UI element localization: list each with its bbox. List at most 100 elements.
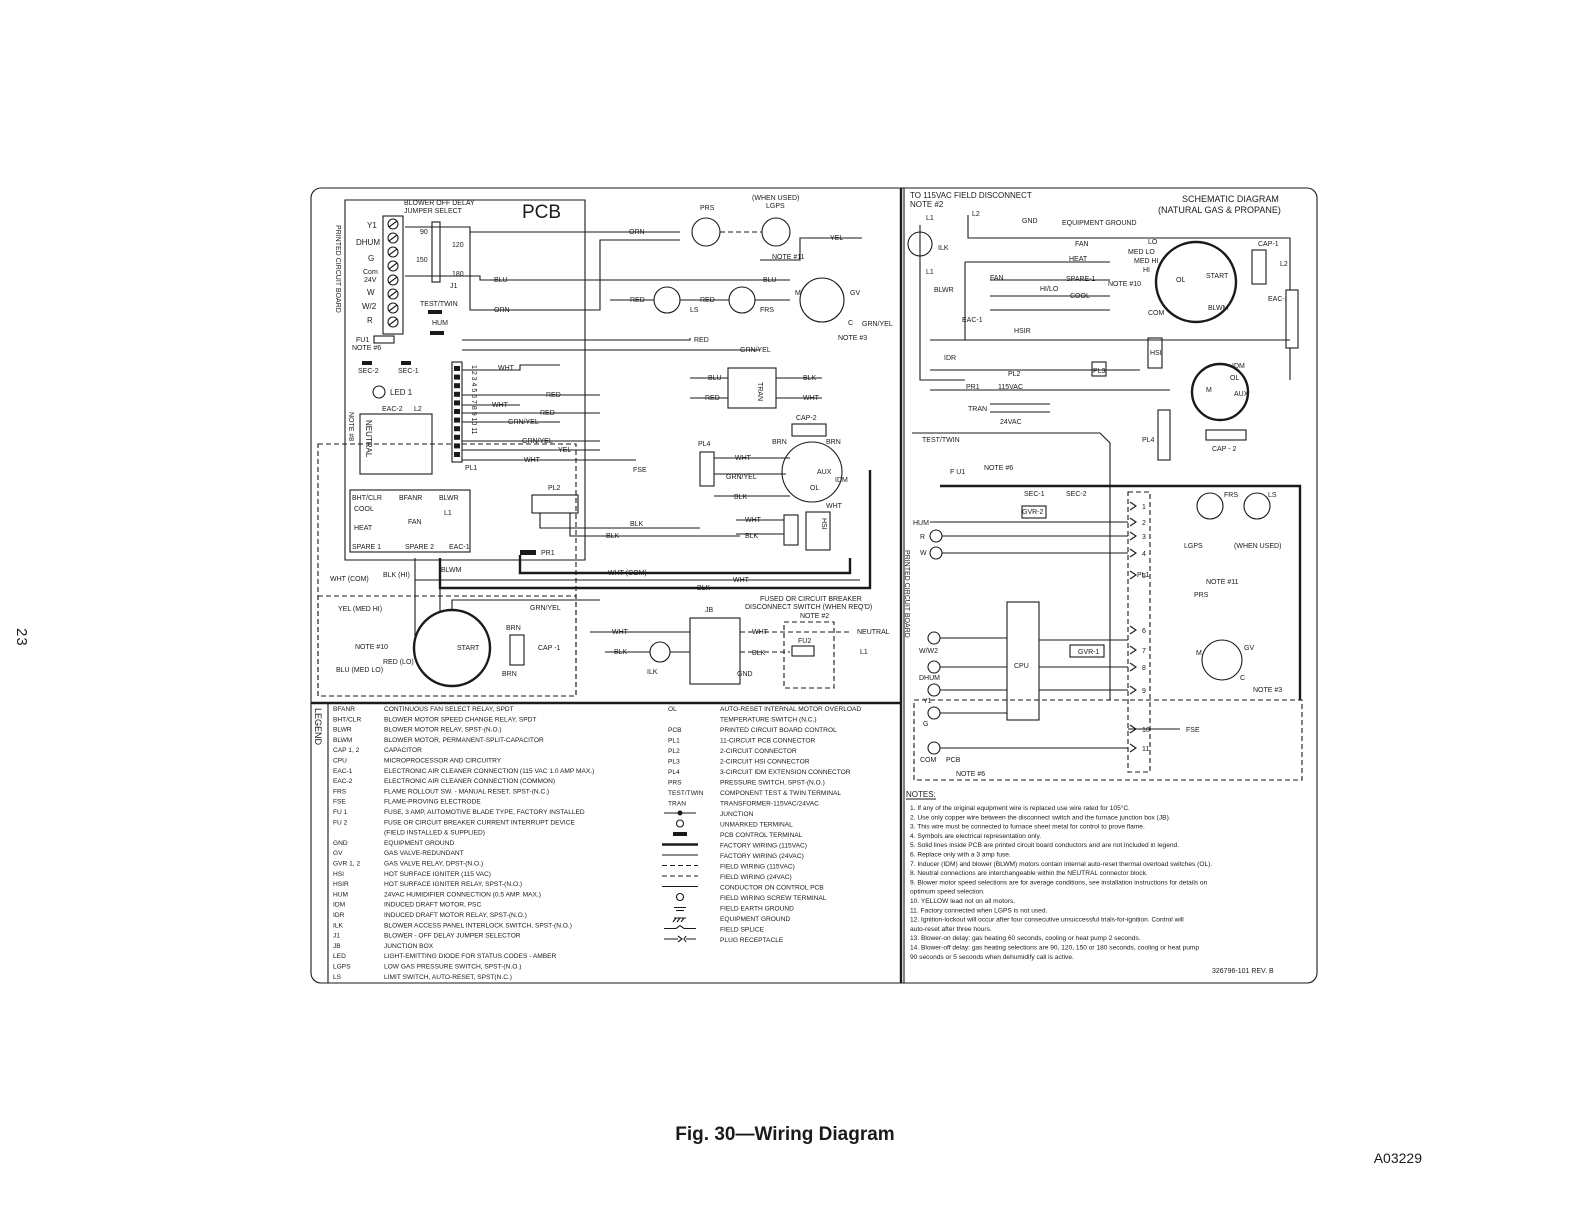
tran-label: TRAN — [756, 382, 763, 401]
neutral2-label: NEUTRAL — [857, 629, 890, 636]
note2-label-r: NOTE #2 — [910, 200, 944, 209]
wire-blu — [405, 275, 790, 281]
pl4-label: PL4 — [698, 441, 711, 448]
pl1-pin — [454, 426, 460, 432]
note-line: 3. This wire must be connected to furnac… — [910, 824, 1145, 831]
to115-label: TO 115VAC FIELD DISCONNECT — [910, 191, 1032, 200]
legend-code: FRS — [333, 788, 347, 795]
junction-box — [689, 617, 741, 685]
fse-label-r: FSE — [1186, 727, 1200, 734]
terminal-24v: 24V — [364, 277, 377, 284]
legend-description: PRESSURE SWITCH, SPST-(N.O.) — [720, 780, 825, 787]
transformer — [727, 367, 777, 409]
terminal-screw-slot — [388, 234, 398, 242]
j1-label: J1 — [450, 283, 458, 290]
com-label-r: COM — [1148, 310, 1165, 317]
legend-description: LIMIT SWITCH, AUTO-RESET, SPST(N.C.) — [384, 974, 512, 981]
gvr1-relay — [1069, 644, 1105, 658]
legend-description: JUNCTION BOX — [384, 943, 434, 950]
pl1-schematic-pin-number: 6 — [1142, 628, 1146, 635]
pcb-label-r: PCB — [946, 757, 961, 764]
legend-code: CAP 1, 2 — [333, 747, 360, 754]
gnd-label-r: GND — [1022, 218, 1038, 225]
legend-description: FACTORY WIRING (24VAC) — [720, 853, 804, 860]
secondary-24v-bus — [940, 484, 1302, 700]
wire-orn-label-1: ORN — [629, 229, 645, 236]
wire-blu-label-1: BLU — [494, 277, 508, 284]
sec1-terminal — [401, 361, 411, 365]
y1-terminal-r — [927, 683, 941, 697]
legend-description: JUNCTION — [720, 811, 754, 818]
wire-grnyel-label-3: GRN/YEL — [522, 438, 553, 445]
terminal-r: R — [367, 316, 373, 325]
pl1-label: PL1 — [465, 465, 478, 472]
legend-description: FIELD WIRING (115VAC) — [720, 864, 795, 871]
wire-wht-field: WHT — [752, 629, 769, 636]
wire-blk-hsi: BLK — [745, 533, 759, 540]
wire-red-3 — [462, 338, 691, 341]
jb-leads — [590, 631, 690, 653]
terminal-w2: W/2 — [362, 302, 377, 311]
note10-label-r: NOTE #10 — [1108, 281, 1141, 288]
wire-blk-long — [438, 470, 872, 590]
legend-code: GV — [333, 850, 343, 857]
pl1-schematic-pin — [1129, 685, 1137, 695]
gvr2-relay — [1021, 505, 1047, 519]
l1-label-r-2: L1 — [926, 269, 934, 276]
wire-red-tran: RED — [705, 395, 720, 402]
medhi-label-r: MED HI — [1134, 258, 1159, 265]
pl1-pin — [454, 383, 460, 389]
pl1-pin — [454, 391, 460, 397]
legend-code: HSIR — [333, 881, 349, 888]
high-voltage-boundary — [317, 443, 577, 697]
w-label-r: W — [920, 550, 927, 557]
pl4-connector — [699, 451, 715, 487]
legend-description: 24VAC HUMIDIFIER CONNECTION (0.5 AMP. MA… — [384, 891, 541, 898]
l1-label: L1 — [860, 649, 868, 656]
note-line: 11. Factory connected when LGPS is not u… — [910, 907, 1047, 914]
pl1-pin — [454, 400, 460, 406]
legend-code: EAC-2 — [333, 778, 353, 785]
gvr1-label: GVR-1 — [1078, 649, 1100, 656]
ilk-label: ILK — [647, 669, 658, 676]
connection-diagram: PCB PRINTED CIRCUIT BOARD BLOWER OFF DEL… — [317, 195, 893, 697]
legend-description: MICROPROCESSOR AND CIRCUITRY — [384, 758, 502, 765]
legend-description: LOW GAS PRESSURE SWITCH, SPST-(N.O.) — [384, 964, 521, 971]
cap2-label-r: CAP - 2 — [1212, 446, 1236, 453]
gvr2-label: GVR-2 — [1022, 509, 1044, 516]
ls-schematic — [1243, 492, 1271, 520]
legend-code: GND — [333, 840, 348, 847]
terminal-screws — [387, 218, 399, 328]
legend-code: GVR 1, 2 — [333, 861, 360, 868]
legend-code: BLWR — [333, 727, 352, 734]
legend-description: INDUCED DRAFT MOTOR, PSC — [384, 902, 481, 909]
schematic-diagram: TO 115VAC FIELD DISCONNECT NOTE #2 SCHEM… — [903, 191, 1303, 975]
pl1-schematic-pin — [1129, 531, 1137, 541]
hsi-label: HSI — [820, 518, 827, 530]
pl1-pins — [454, 366, 460, 457]
neutral-label: NEUTRAL — [364, 420, 373, 458]
sec2-label: SEC-2 — [358, 368, 379, 375]
terminal-screw — [387, 274, 399, 286]
pl2-connector — [531, 494, 579, 514]
note8-label: NOTE #8 — [347, 412, 354, 441]
pl3-label-r: PL3 — [1093, 368, 1106, 375]
legend-description: LIGHT-EMITTING DIODE FOR STATUS CODES - … — [384, 953, 557, 960]
legend-description: ELECTRONIC AIR CLEANER CONNECTION (COMMO… — [384, 778, 555, 785]
legend-code: PCB — [668, 727, 682, 734]
terminal-screw-slot — [388, 220, 398, 228]
terminal-screw-slot — [388, 248, 398, 256]
note6-label: NOTE #6 — [352, 345, 381, 352]
wire-blk-pl2-2 — [569, 513, 740, 537]
cap1-label: CAP -1 — [538, 645, 561, 652]
wire-wht-label-2: WHT — [492, 402, 509, 409]
r-terminal-r — [929, 529, 943, 543]
pcb-boundary-r — [913, 699, 1303, 781]
wire-blk-jb: BLK — [614, 649, 628, 656]
note-line: 14. Blower-off delay: gas heating select… — [910, 945, 1199, 952]
ilk-switch — [649, 641, 671, 663]
y1-label-r: Y1 — [923, 698, 932, 705]
w2-terminal-r — [927, 631, 941, 645]
pl1-schematic-pin-number: 7 — [1142, 648, 1146, 655]
